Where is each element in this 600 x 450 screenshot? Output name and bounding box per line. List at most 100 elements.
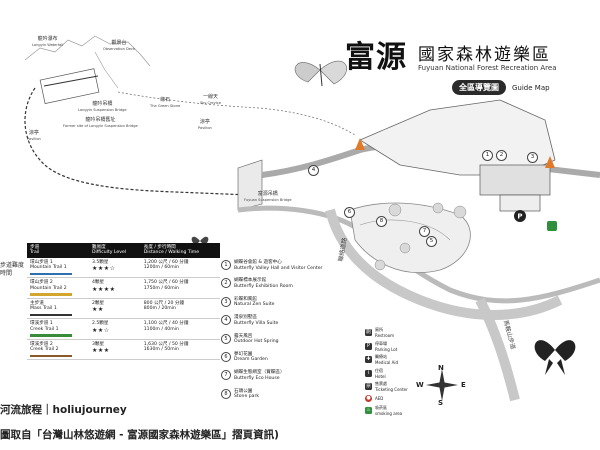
legend-number: 5 xyxy=(221,333,231,344)
facility-icon: 廁 xyxy=(365,329,372,336)
legend-number: 7 xyxy=(221,370,231,381)
compass-n: N xyxy=(438,364,444,372)
legend-label: 露天風呂 xyxy=(234,333,253,339)
fuyuan-bridge-shape xyxy=(237,159,263,211)
road-loop xyxy=(325,208,563,320)
page-title-english: Fuyuan National Forest Recreation Area xyxy=(418,64,557,72)
legend-label: 漫泉別墅區 xyxy=(234,315,257,321)
trail-difficulty: 3.5顆星★★★☆ xyxy=(88,257,141,279)
legend-label-en: Butterfly Villa Suite xyxy=(234,320,279,326)
facility-icon: P xyxy=(365,342,372,350)
legend-label: 蝴蝶標本展示館 xyxy=(234,278,267,284)
facility-icon: ♨ xyxy=(365,406,372,414)
map-marker-2[interactable]: 2 xyxy=(496,150,507,161)
garden-area xyxy=(349,202,471,274)
side-note: 步道難度 時間 xyxy=(0,262,25,277)
map-marker-1[interactable]: 1 xyxy=(482,150,493,161)
legend-label-en: Butterfly Eco House xyxy=(234,375,280,381)
map-marker-6[interactable]: 6 xyxy=(344,207,355,218)
compass-rose xyxy=(426,369,458,401)
page-subtitle: 國家森林遊樂區 xyxy=(418,45,551,65)
legend-label-en: Butterfly Valley Hall and Visitor Center xyxy=(234,265,323,271)
legend-number: 6 xyxy=(221,351,231,362)
legend-label: 石頭公園 xyxy=(234,388,253,394)
building-complex xyxy=(359,99,556,176)
road-south xyxy=(475,297,520,402)
trail-swatch xyxy=(30,272,72,276)
credit-line-1: 河流旅程｜holiujourney xyxy=(0,404,127,416)
legend-number: 2 xyxy=(221,278,231,289)
legend-label-en: Dream Garden xyxy=(234,357,268,363)
legend-label: 蝴蝶谷會館 & 遊客中心 xyxy=(234,260,282,265)
map-marker-7[interactable]: 7 xyxy=(419,226,430,237)
main-trail-path xyxy=(24,87,251,196)
map-marker-4[interactable]: 4 xyxy=(308,165,319,176)
compass-s: S xyxy=(438,399,444,407)
trail-difficulty: 2顆星★★ xyxy=(88,298,141,320)
map-marker-5[interactable]: 5 xyxy=(426,236,437,247)
legend-number: 8 xyxy=(221,388,231,399)
legend-label-en: Natural Zen Suite xyxy=(234,302,275,308)
trail-difficulty: 2.5顆星★★☆ xyxy=(88,318,141,340)
facility-icon: ● xyxy=(365,394,372,402)
legend-label: 彩蝶和風館 xyxy=(234,296,257,302)
trail-swatch xyxy=(30,354,72,358)
map-marker-3[interactable]: 3 xyxy=(527,152,538,163)
page-title: 富源 xyxy=(345,40,407,75)
trail-difficulty: 4顆星★★★★ xyxy=(88,277,141,299)
map-marker-8[interactable]: 8 xyxy=(376,216,387,227)
mountain-outline xyxy=(24,35,151,67)
trail-swatch xyxy=(30,334,72,337)
svg-text:P: P xyxy=(517,213,522,221)
facility-item: ●AED xyxy=(365,394,384,402)
longyin-bridge-shape xyxy=(39,68,100,104)
compass-e: E xyxy=(461,381,466,389)
facility-icon: 票 xyxy=(365,383,372,391)
facility-icon: i xyxy=(365,369,372,377)
legend-label-en: Stone park xyxy=(234,394,260,400)
cone-icon-2 xyxy=(545,156,555,168)
butterfly-icon-small xyxy=(191,236,209,245)
legend-label: 蝴蝶生態網室（賞蝶區） xyxy=(234,370,285,376)
legend-number: 1 xyxy=(221,260,231,270)
credit-line-2: 圖取自「台灣山林悠遊網 - 富源國家森林遊樂區」摺頁資訊) xyxy=(0,429,279,441)
smoking-marker xyxy=(547,221,557,231)
legend-number: 3 xyxy=(221,296,231,307)
legend-label-en: Outdoor Hot Spring xyxy=(234,339,279,345)
